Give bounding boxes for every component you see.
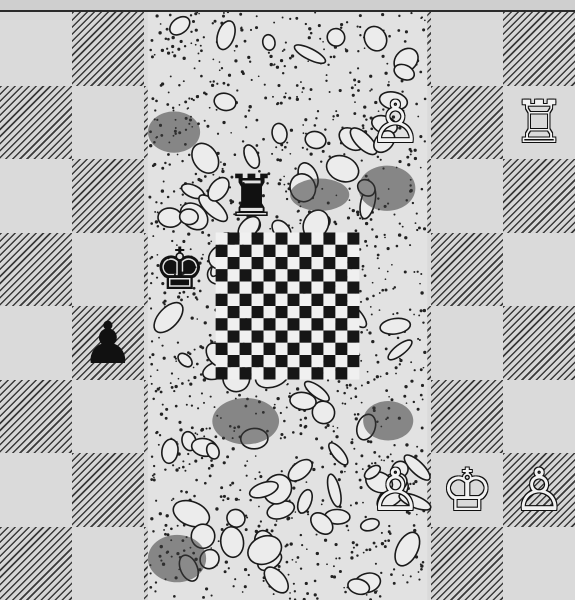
square-f7[interactable] xyxy=(359,86,431,160)
square-f4[interactable] xyxy=(359,306,431,380)
square-h4[interactable] xyxy=(503,306,575,380)
square-h2[interactable] xyxy=(503,453,575,527)
square-h5[interactable] xyxy=(503,233,575,307)
square-a8[interactable] xyxy=(0,12,72,86)
square-g1[interactable] xyxy=(431,527,503,600)
square-h3[interactable] xyxy=(503,380,575,454)
square-b6[interactable] xyxy=(72,159,144,233)
square-h8[interactable] xyxy=(503,12,575,86)
square-d8[interactable] xyxy=(216,12,288,86)
square-b7[interactable] xyxy=(72,86,144,160)
square-d1[interactable] xyxy=(216,527,288,600)
square-e4[interactable] xyxy=(288,306,360,380)
square-h1[interactable] xyxy=(503,527,575,600)
square-g7[interactable] xyxy=(431,86,503,160)
square-a5[interactable] xyxy=(0,233,72,307)
square-d4[interactable] xyxy=(216,306,288,380)
square-f6[interactable] xyxy=(359,159,431,233)
square-f8[interactable] xyxy=(359,12,431,86)
square-f2[interactable] xyxy=(359,453,431,527)
square-g8[interactable] xyxy=(431,12,503,86)
square-e7[interactable] xyxy=(288,86,360,160)
square-h6[interactable] xyxy=(503,159,575,233)
square-b4[interactable] xyxy=(72,306,144,380)
square-e5[interactable] xyxy=(288,233,360,307)
square-a4[interactable] xyxy=(0,306,72,380)
square-g4[interactable] xyxy=(431,306,503,380)
square-h7[interactable] xyxy=(503,86,575,160)
square-c2[interactable] xyxy=(144,453,216,527)
square-g5[interactable] xyxy=(431,233,503,307)
square-c5[interactable] xyxy=(144,233,216,307)
square-e6[interactable] xyxy=(288,159,360,233)
square-e1[interactable] xyxy=(288,527,360,600)
square-a7[interactable] xyxy=(0,86,72,160)
square-d6[interactable] xyxy=(216,159,288,233)
square-c6[interactable] xyxy=(144,159,216,233)
square-b2[interactable] xyxy=(72,453,144,527)
square-d5[interactable] xyxy=(216,233,288,307)
square-f5[interactable] xyxy=(359,233,431,307)
square-g2[interactable] xyxy=(431,453,503,527)
square-c3[interactable] xyxy=(144,380,216,454)
square-b5[interactable] xyxy=(72,233,144,307)
square-b8[interactable] xyxy=(72,12,144,86)
square-b3[interactable] xyxy=(72,380,144,454)
chessboard xyxy=(0,12,575,600)
square-d7[interactable] xyxy=(216,86,288,160)
square-a1[interactable] xyxy=(0,527,72,600)
square-a6[interactable] xyxy=(0,159,72,233)
square-a2[interactable] xyxy=(0,453,72,527)
square-c1[interactable] xyxy=(144,527,216,600)
square-f3[interactable] xyxy=(359,380,431,454)
square-e2[interactable] xyxy=(288,453,360,527)
square-g6[interactable] xyxy=(431,159,503,233)
square-c7[interactable] xyxy=(144,86,216,160)
square-e8[interactable] xyxy=(288,12,360,86)
square-b1[interactable] xyxy=(72,527,144,600)
square-c8[interactable] xyxy=(144,12,216,86)
square-d2[interactable] xyxy=(216,453,288,527)
square-e3[interactable] xyxy=(288,380,360,454)
square-g3[interactable] xyxy=(431,380,503,454)
square-d3[interactable] xyxy=(216,380,288,454)
square-f1[interactable] xyxy=(359,527,431,600)
square-a3[interactable] xyxy=(0,380,72,454)
square-c4[interactable] xyxy=(144,306,216,380)
